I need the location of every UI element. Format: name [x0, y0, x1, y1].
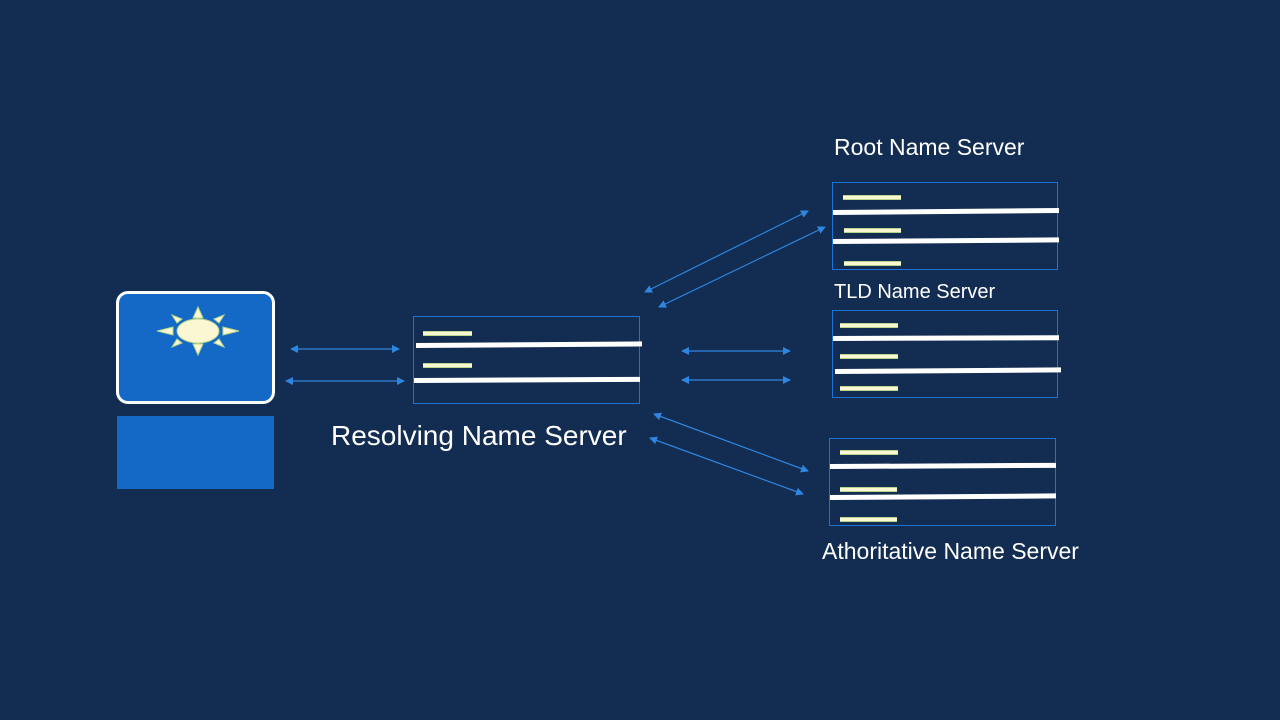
root-record-short: [843, 195, 901, 200]
tld-server-box: [832, 310, 1062, 398]
authoritative-server-label: Athoritative Name Server: [822, 538, 1079, 564]
resolver-authoritative-arrow: [649, 436, 804, 496]
sun-icon: [156, 305, 240, 357]
resolver-root-arrow: [644, 210, 809, 293]
root-record-short: [844, 261, 901, 266]
tld-record-short: [840, 354, 898, 359]
resolver-root-arrow: [658, 226, 826, 308]
root-record-short: [844, 228, 901, 233]
root-server-label: Root Name Server: [834, 134, 1025, 160]
client-base: [117, 416, 274, 489]
resolver-label: Resolving Name Server: [331, 420, 627, 451]
client-monitor: [116, 291, 275, 404]
tld-server-label: TLD Name Server: [834, 281, 996, 303]
tld-record-short: [840, 323, 898, 328]
authoritative-record-short: [840, 450, 898, 455]
root-server-box: [832, 182, 1060, 270]
authoritative-server-box: [829, 438, 1057, 526]
resolver-authoritative-arrow: [653, 412, 809, 473]
resolver-record-short: [423, 363, 472, 368]
authoritative-record-short: [840, 487, 897, 492]
resolver-record-short: [423, 331, 472, 336]
authoritative-record-short: [840, 517, 897, 522]
resolver-server-box: [413, 316, 643, 404]
tld-record-short: [840, 386, 898, 391]
